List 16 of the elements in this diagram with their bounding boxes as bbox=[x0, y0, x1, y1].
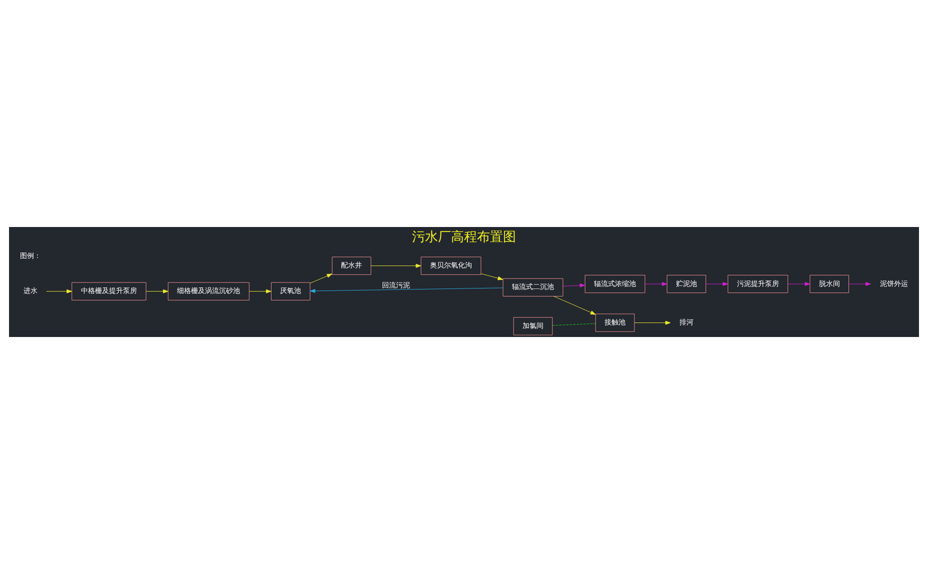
arrow bbox=[788, 282, 810, 286]
arrow bbox=[370, 263, 422, 268]
arrow bbox=[848, 282, 871, 286]
arrow bbox=[706, 282, 728, 286]
arrow bbox=[46, 288, 72, 293]
connector bbox=[552, 322, 596, 326]
arrow bbox=[310, 273, 332, 283]
arrow bbox=[480, 272, 504, 280]
arrow bbox=[562, 282, 586, 287]
arrow bbox=[248, 288, 272, 293]
arrow bbox=[554, 296, 596, 314]
diagram-title: 污水厂高程布置图 bbox=[412, 230, 516, 245]
arrow bbox=[146, 288, 168, 293]
arrow bbox=[644, 282, 668, 286]
arrow bbox=[310, 287, 504, 292]
arrow bbox=[634, 320, 671, 324]
